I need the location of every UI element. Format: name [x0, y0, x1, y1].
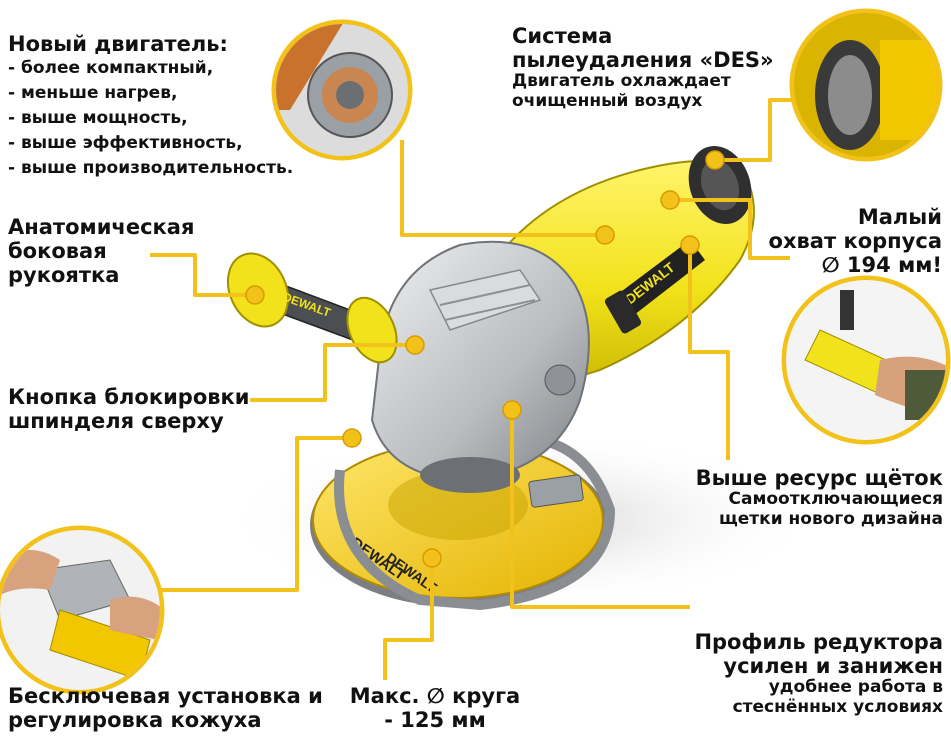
des-title: пылеудаления «DES»: [512, 48, 774, 73]
disc-callout: Макс. ∅ круга - 125 мм: [340, 684, 530, 732]
handle-line: боковая: [8, 239, 107, 264]
motor-bullet: - выше мощность,: [8, 108, 188, 129]
des-subtitle: очищенный воздух: [512, 90, 703, 111]
callout-dot-spindle: [405, 335, 425, 355]
motor-bullet: - выше производительность.: [8, 158, 294, 179]
callout-dot-des: [705, 150, 725, 170]
motor-bullet: - более компактный,: [8, 58, 214, 79]
callout-lines: [150, 98, 795, 680]
motor-bullet-list: - более компактный, - меньше нагрев, - в…: [8, 56, 308, 181]
callout-dot-motor: [595, 225, 615, 245]
callout-line-guard: [150, 436, 350, 592]
brushes-subtitle: Самоотключающиеся: [728, 489, 943, 510]
spindle-line: Кнопка блокировки: [8, 385, 250, 409]
handle-callout: Анатомическая боковая рукоятка: [8, 215, 208, 287]
spindle-callout: Кнопка блокировки шпинделя сверху: [8, 385, 268, 433]
gearbox-head: [370, 240, 590, 493]
callout-line-disc: [383, 560, 434, 680]
callout-line-brushes: [688, 245, 730, 460]
brushes-subtitle: щетки нового дизайна: [718, 508, 943, 529]
callout-line-body: [670, 198, 790, 260]
motor-callout: Новый двигатель: - более компактный, - м…: [8, 32, 308, 181]
callout-line-motor: [400, 140, 605, 237]
gearbox-subtitle: стеснённых условиях: [732, 696, 943, 717]
callout-line-handle: [150, 253, 255, 297]
brushes-callout: Выше ресурс щёток Самоотключающиеся щетк…: [660, 466, 943, 529]
callout-dot-brushes: [680, 235, 700, 255]
motor-bullet: - меньше нагрев,: [8, 83, 178, 104]
motor-inset: [271, 19, 413, 161]
motor-bullet: - выше эффективность,: [8, 133, 243, 154]
des-title: Система: [512, 24, 613, 48]
callout-dot-gearbox: [502, 400, 522, 420]
guard-callout: Бесключевая установка и регулировка кожу…: [8, 684, 328, 732]
guard-line: регулировка кожуха: [8, 708, 262, 733]
brushes-title: Выше ресурс щёток: [695, 466, 943, 490]
body-callout: Малый охват корпуса ∅ 194 мм!: [730, 205, 942, 277]
hand-inset: [781, 275, 951, 445]
des-subtitle: Двигатель охлаждает: [512, 71, 731, 92]
guard-line: Бесключевая установка и: [8, 684, 323, 708]
guard-clamp: [528, 474, 584, 508]
body-line: охват корпуса: [768, 229, 942, 254]
callout-line-gearbox: [510, 410, 690, 609]
callout-dot-handle: [245, 285, 265, 305]
handle-line: рукоятка: [8, 263, 120, 288]
disc-line: Макс. ∅ круга: [349, 684, 521, 708]
wheel-guard: [334, 435, 616, 611]
gearbox-subtitle: удобнее работа в: [768, 677, 943, 698]
des-callout: Система пылеудаления «DES» Двигатель охл…: [512, 24, 802, 111]
callout-dot-body: [660, 190, 680, 210]
callout-dot-disc: [422, 548, 442, 568]
body-line: ∅ 194 мм!: [821, 253, 942, 278]
guard-inset: [0, 525, 165, 695]
gearbox-title: Профиль редуктора: [694, 630, 943, 654]
callout-line-des: [715, 98, 795, 162]
spindle-line: шпинделя сверху: [8, 409, 224, 434]
des-inset: [789, 8, 943, 162]
gearbox-title: усилен и занижен: [723, 654, 943, 679]
callout-line-spindle: [250, 343, 415, 402]
body-line: Малый: [857, 205, 942, 229]
side-handle: DEWALT: [226, 252, 398, 364]
gearbox-callout: Профиль редуктора усилен и занижен удобн…: [640, 630, 943, 717]
callout-dot-guard: [342, 428, 362, 448]
motor-title: Новый двигатель:: [8, 32, 228, 56]
disc-line: - 125 мм: [384, 708, 486, 733]
handle-line: Анатомическая: [8, 215, 195, 239]
